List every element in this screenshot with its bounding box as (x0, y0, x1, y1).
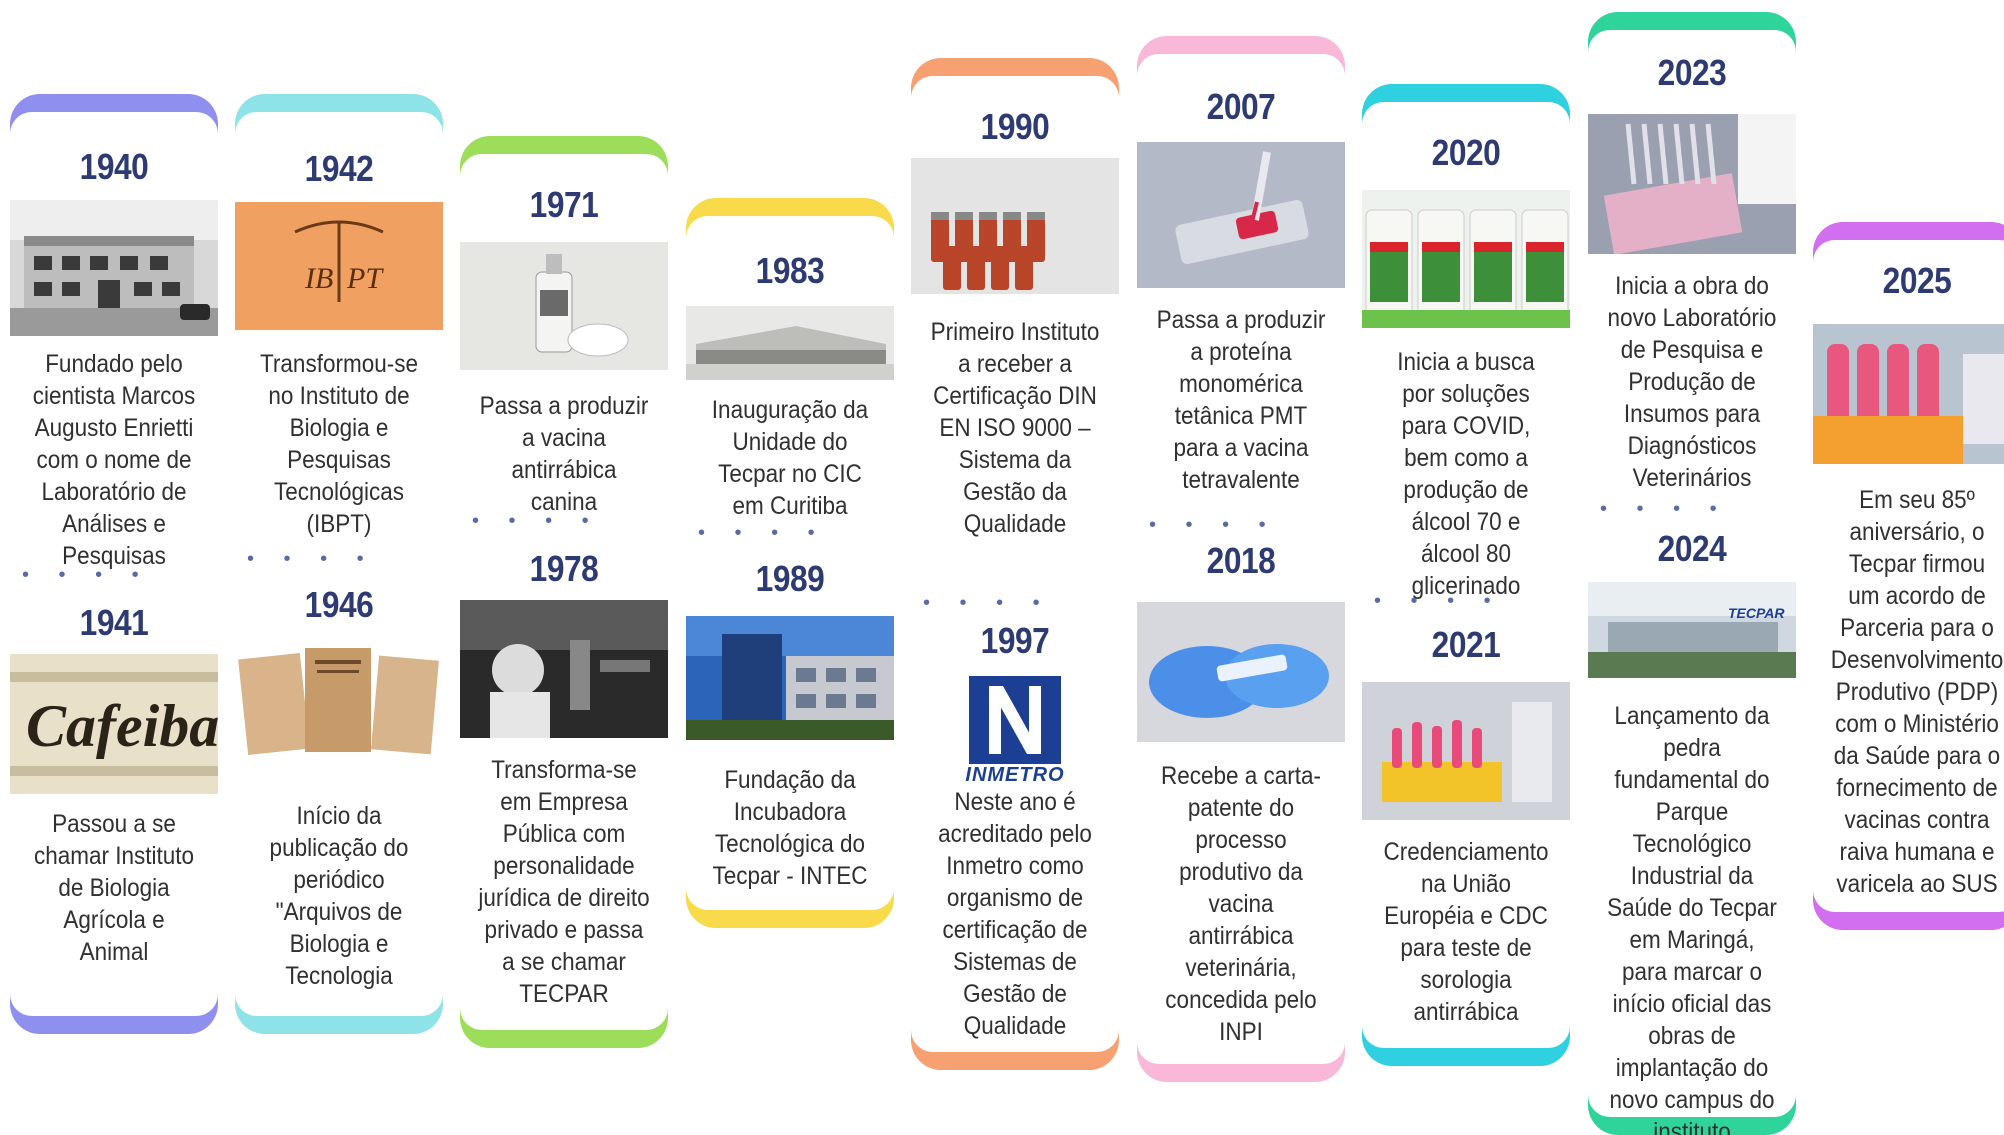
inmetro-logo-mark (969, 676, 1061, 764)
vaccine-vials-photo (911, 158, 1119, 294)
card-body: 1983 Inauguração da Unidade do Tecpar no… (686, 216, 894, 910)
year-heading: 1989 (755, 558, 825, 599)
test-tubes-rack-photo (1362, 682, 1570, 820)
timeline-separator: • • • • (247, 548, 376, 570)
timeline-separator: • • • • (1374, 590, 1503, 612)
timeline-card-2023: 2023 Inicia a obra do novo Laboratório d… (1588, 12, 1796, 1135)
event-description: Em seu 85º aniversário, o Tecpar firmou … (1830, 486, 2004, 898)
journal-covers-image (235, 642, 443, 772)
year-heading: 1942 (304, 148, 374, 189)
inmetro-logo: INMETRO (911, 676, 1119, 787)
event-description: Lançamento da pedra fundamental do Parqu… (1607, 702, 1777, 1135)
lab-microscope-photo (460, 600, 668, 738)
event-description: Inicia a obra do novo Laboratório de Pes… (1607, 272, 1777, 492)
card-body: 1990 Primeiro Instituto a receber a Cert… (911, 76, 1119, 1052)
year-heading: 2023 (1657, 52, 1727, 93)
ibpt-emblem-image: IB PT (235, 202, 443, 330)
timeline-separator: • • • • (1600, 498, 1729, 520)
gloved-hands-photo (1137, 602, 1345, 742)
event-description: Neste ano é acreditado pelo Inmetro como… (938, 788, 1092, 1040)
pink-tubes-photo (1813, 324, 2004, 464)
year-heading: 2021 (1431, 624, 1501, 665)
event-description: Transformou-se no Instituto de Biologia … (260, 350, 418, 538)
tecpar-event-photo: TECPAR (1588, 582, 1796, 678)
svg-text:IB: IB (304, 262, 333, 295)
year-heading: 1990 (980, 106, 1050, 147)
year-heading: 1946 (304, 584, 374, 625)
event-description: Passou a se chamar Instituto de Biologia… (33, 810, 195, 966)
alcohol-bottles-photo (1362, 190, 1570, 328)
card-body: 2020 Inicia a busca por soluções para CO… (1362, 102, 1570, 1048)
multichannel-pipette-photo (1588, 114, 1796, 254)
card-body: 1942 IB PT Transformou-se no Instituto d… (235, 112, 443, 1016)
card-body: 1940 Fundado pelo cientista Marcos Augus… (10, 112, 218, 1016)
pipette-lab-photo (1137, 142, 1345, 288)
year-heading: 1983 (755, 250, 825, 291)
year-heading: 2007 (1206, 86, 1276, 127)
event-description: Inicia a busca por soluções para COVID, … (1397, 348, 1535, 600)
year-heading: 1997 (980, 620, 1050, 661)
timeline-separator: • • • • (22, 564, 151, 586)
timeline-separator: • • • • (698, 522, 827, 544)
event-description: Inauguração da Unidade do Tecpar no CIC … (711, 396, 869, 520)
incubadora-building-photo (686, 616, 894, 740)
timeline-card-1971: 1971 Passa a produzir a vacina antirrábi… (460, 136, 668, 1048)
event-description: Fundação da Incubadora Tecnológica do Te… (712, 766, 868, 890)
event-description: Transforma-se em Empresa Pública com per… (478, 756, 650, 1008)
timeline-card-1940: 1940 Fundado pelo cientista Marcos Augus… (10, 94, 218, 1034)
timeline-card-1983: 1983 Inauguração da Unidade do Tecpar no… (686, 198, 894, 928)
event-description: Passa a produzir a vacina antirrábica ca… (479, 392, 649, 516)
event-description: Passa a produzir a proteína monomérica t… (1156, 306, 1326, 494)
timeline-separator: • • • • (923, 592, 1052, 614)
timeline-card-2007: 2007 Passa a produzir a proteína monomér… (1137, 36, 1345, 1082)
timeline-card-2020: 2020 Inicia a busca por soluções para CO… (1362, 84, 1570, 1066)
year-heading: 1971 (529, 184, 599, 225)
timeline-card-1990: 1990 Primeiro Instituto a receber a Cert… (911, 58, 1119, 1070)
card-body: 2023 Inicia a obra do novo Laboratório d… (1588, 30, 1796, 1135)
svg-text:Cafeiba: Cafeiba (26, 693, 218, 759)
inmetro-logo-text: INMETRO (965, 764, 1065, 786)
event-description: Credenciamento na União Européia e CDC p… (1383, 838, 1549, 1026)
year-heading: 1940 (79, 146, 149, 187)
event-description: Fundado pelo cientista Marcos Augusto En… (32, 350, 196, 570)
event-description: Primeiro Instituto a receber a Certifica… (930, 318, 1100, 538)
svg-text:PT: PT (346, 262, 384, 295)
year-heading: 2018 (1206, 540, 1276, 581)
old-building-photo (10, 200, 218, 336)
cafeiba-label-image: Cafeiba (10, 654, 218, 794)
tecpar-sign: TECPAR (1728, 605, 1785, 621)
year-heading: 2020 (1431, 132, 1501, 173)
card-body: 2025 Em seu 85º aniversário, o Tecpar fi… (1813, 240, 2004, 912)
tecpar-cic-building-photo (686, 306, 894, 380)
timeline-card-2025: 2025 Em seu 85º aniversário, o Tecpar fi… (1813, 222, 2004, 930)
year-heading: 1941 (79, 602, 149, 643)
year-heading: 1978 (529, 548, 599, 589)
timeline-card-1942: 1942 IB PT Transformou-se no Instituto d… (235, 94, 443, 1034)
event-description: Início da publicação do periódico "Arqui… (269, 802, 409, 990)
event-description: Recebe a carta-patente do processo produ… (1160, 762, 1322, 1046)
timeline-separator: • • • • (1149, 514, 1278, 536)
year-heading: 2025 (1882, 260, 1952, 301)
vaccine-bottle-mouse-photo (460, 242, 668, 370)
card-body: 1971 Passa a produzir a vacina antirrábi… (460, 154, 668, 1030)
year-heading: 2024 (1657, 528, 1727, 569)
card-body: 2007 Passa a produzir a proteína monomér… (1137, 54, 1345, 1064)
timeline-separator: • • • • (472, 510, 601, 532)
